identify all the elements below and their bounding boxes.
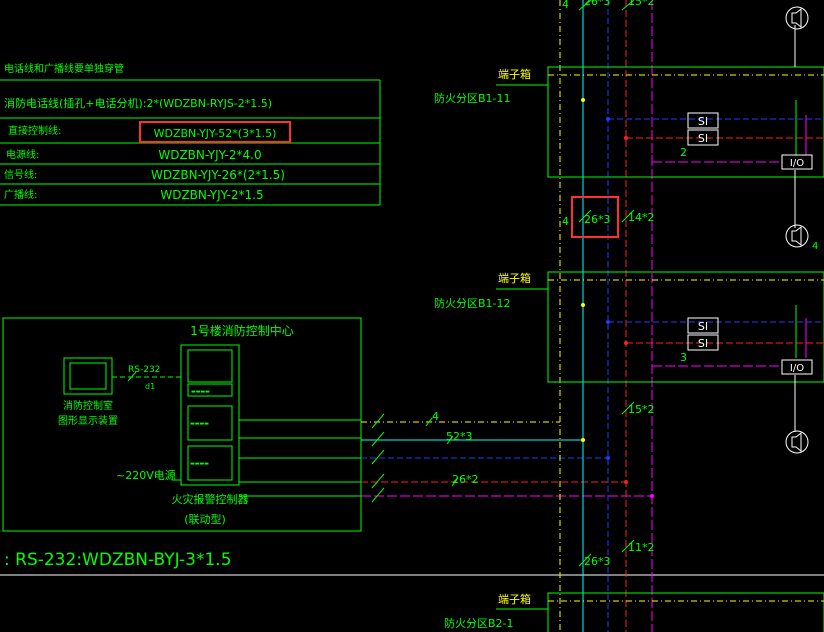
riser-highlight-box [571,196,619,238]
zone1-wire-count: 2 [680,146,687,159]
rs232-label: RS-232 [128,365,160,375]
cabinet-feeder-stubs [239,419,361,497]
zone2-si-1-label: SI [698,320,708,333]
feeder-label-cyan: 52*3 [446,430,473,443]
cabinet-module-2: ▬▬▬▬ [190,421,209,427]
legend-row-power: 电源线: [6,148,39,161]
zone1-name: 防火分区B1-11 [434,91,511,105]
cabinet-module-3: ▬▬▬▬ [190,461,209,467]
zone-b2-1 [496,592,824,632]
legend-row-broadcast: 广播线: [4,188,37,201]
controller-sub-label: (联动型) [184,512,226,526]
rs232-note: : RS-232:WDZBN-BYJ-3*1.5 [4,550,232,570]
zone2-io-label: I/O [790,363,804,374]
speaker-count-label: 4 [812,241,818,252]
zone-b1-12 [496,271,824,432]
feeder-lines [361,421,652,497]
zone1-si-1-label: SI [698,115,708,128]
legend-title: 电话线和广播线要单独穿管 [4,62,124,75]
zone2-wire-count: 3 [680,351,687,364]
legend-value-control: WDZBN-YJY-52*(3*1.5) [154,127,277,140]
zone1-si-module-2 [687,129,719,146]
zone2-io-module [781,359,813,375]
legend-row-signal: 信号线: [4,168,37,181]
zone1-si-2-label: SI [698,132,708,145]
control-center-frame [2,317,362,532]
riser-label-mid-right: 14*2 [628,211,655,224]
zone2-name: 防火分区B1-12 [434,296,511,310]
power-label: ~220V电源 [116,468,176,482]
riser-label-low-right: 15*2 [628,403,655,416]
legend-value-power: WDZBN-YJY-2*4.0 [158,148,261,162]
control-center-title: 1号楼消防控制中心 [190,323,294,338]
zone2-si-module-2 [687,334,719,351]
riser-label-mid-highlight: 26*3 [584,213,611,226]
legend-value-signal: WDZBN-YJY-26*(2*1.5) [151,168,285,182]
speaker-icon [785,224,809,248]
zone2-si-module-1 [687,317,719,334]
zone3-name: 防火分区B2-1 [444,616,514,630]
feeder-label-yellow: 4 [432,410,439,423]
legend-row-control: 直接控制线: [8,124,61,137]
zone2-terminal-label: 端子箱 [498,271,531,285]
controller-label: 火灾报警控制器 [172,492,249,506]
feeder-label-red: 26*2 [452,473,479,486]
control-value-highlight [139,121,291,143]
zone1-terminal-label: 端子箱 [498,67,531,81]
legend-row-phone: 消防电话线(插孔+电话分机):2*(WDZBN-RYJS-2*1.5) [4,96,272,110]
graphic-display-monitor [63,357,113,395]
speaker-icon [785,430,809,454]
riser-label-top-left: 26*3 [584,0,611,8]
junction-dots [581,98,654,498]
riser-label-mid-left: 4 [562,215,569,228]
alarm-controller-cabinet [180,344,240,486]
zone2-si-2-label: SI [698,337,708,350]
rs232-count: d1 [145,382,155,391]
feeder-tick-marks [371,413,459,503]
speaker-icon [785,6,809,30]
zone1-io-module [781,154,813,170]
legend-table [0,79,381,206]
zone3-terminal-label: 端子箱 [498,592,531,606]
riser-label-top-right: 15*2 [628,0,655,8]
zone-b1-11 [496,25,824,228]
monitor-label-line2: 图形显示装置 [58,414,118,427]
monitor-label-line1: 消防控制室 [63,399,113,412]
riser-label-bottom-left: 26*3 [584,555,611,568]
zone1-si-module-1 [687,112,719,129]
zone1-io-label: I/O [790,158,804,169]
riser-label-bottom-right: 11*2 [628,541,655,554]
riser-label-count: 4 [562,0,569,11]
riser-lines [559,0,653,632]
cabinet-module-1: ▬▬▬▬ [191,389,210,395]
riser-tick-marks [578,0,635,567]
legend-value-broadcast: WDZBN-YJY-2*1.5 [160,188,263,202]
